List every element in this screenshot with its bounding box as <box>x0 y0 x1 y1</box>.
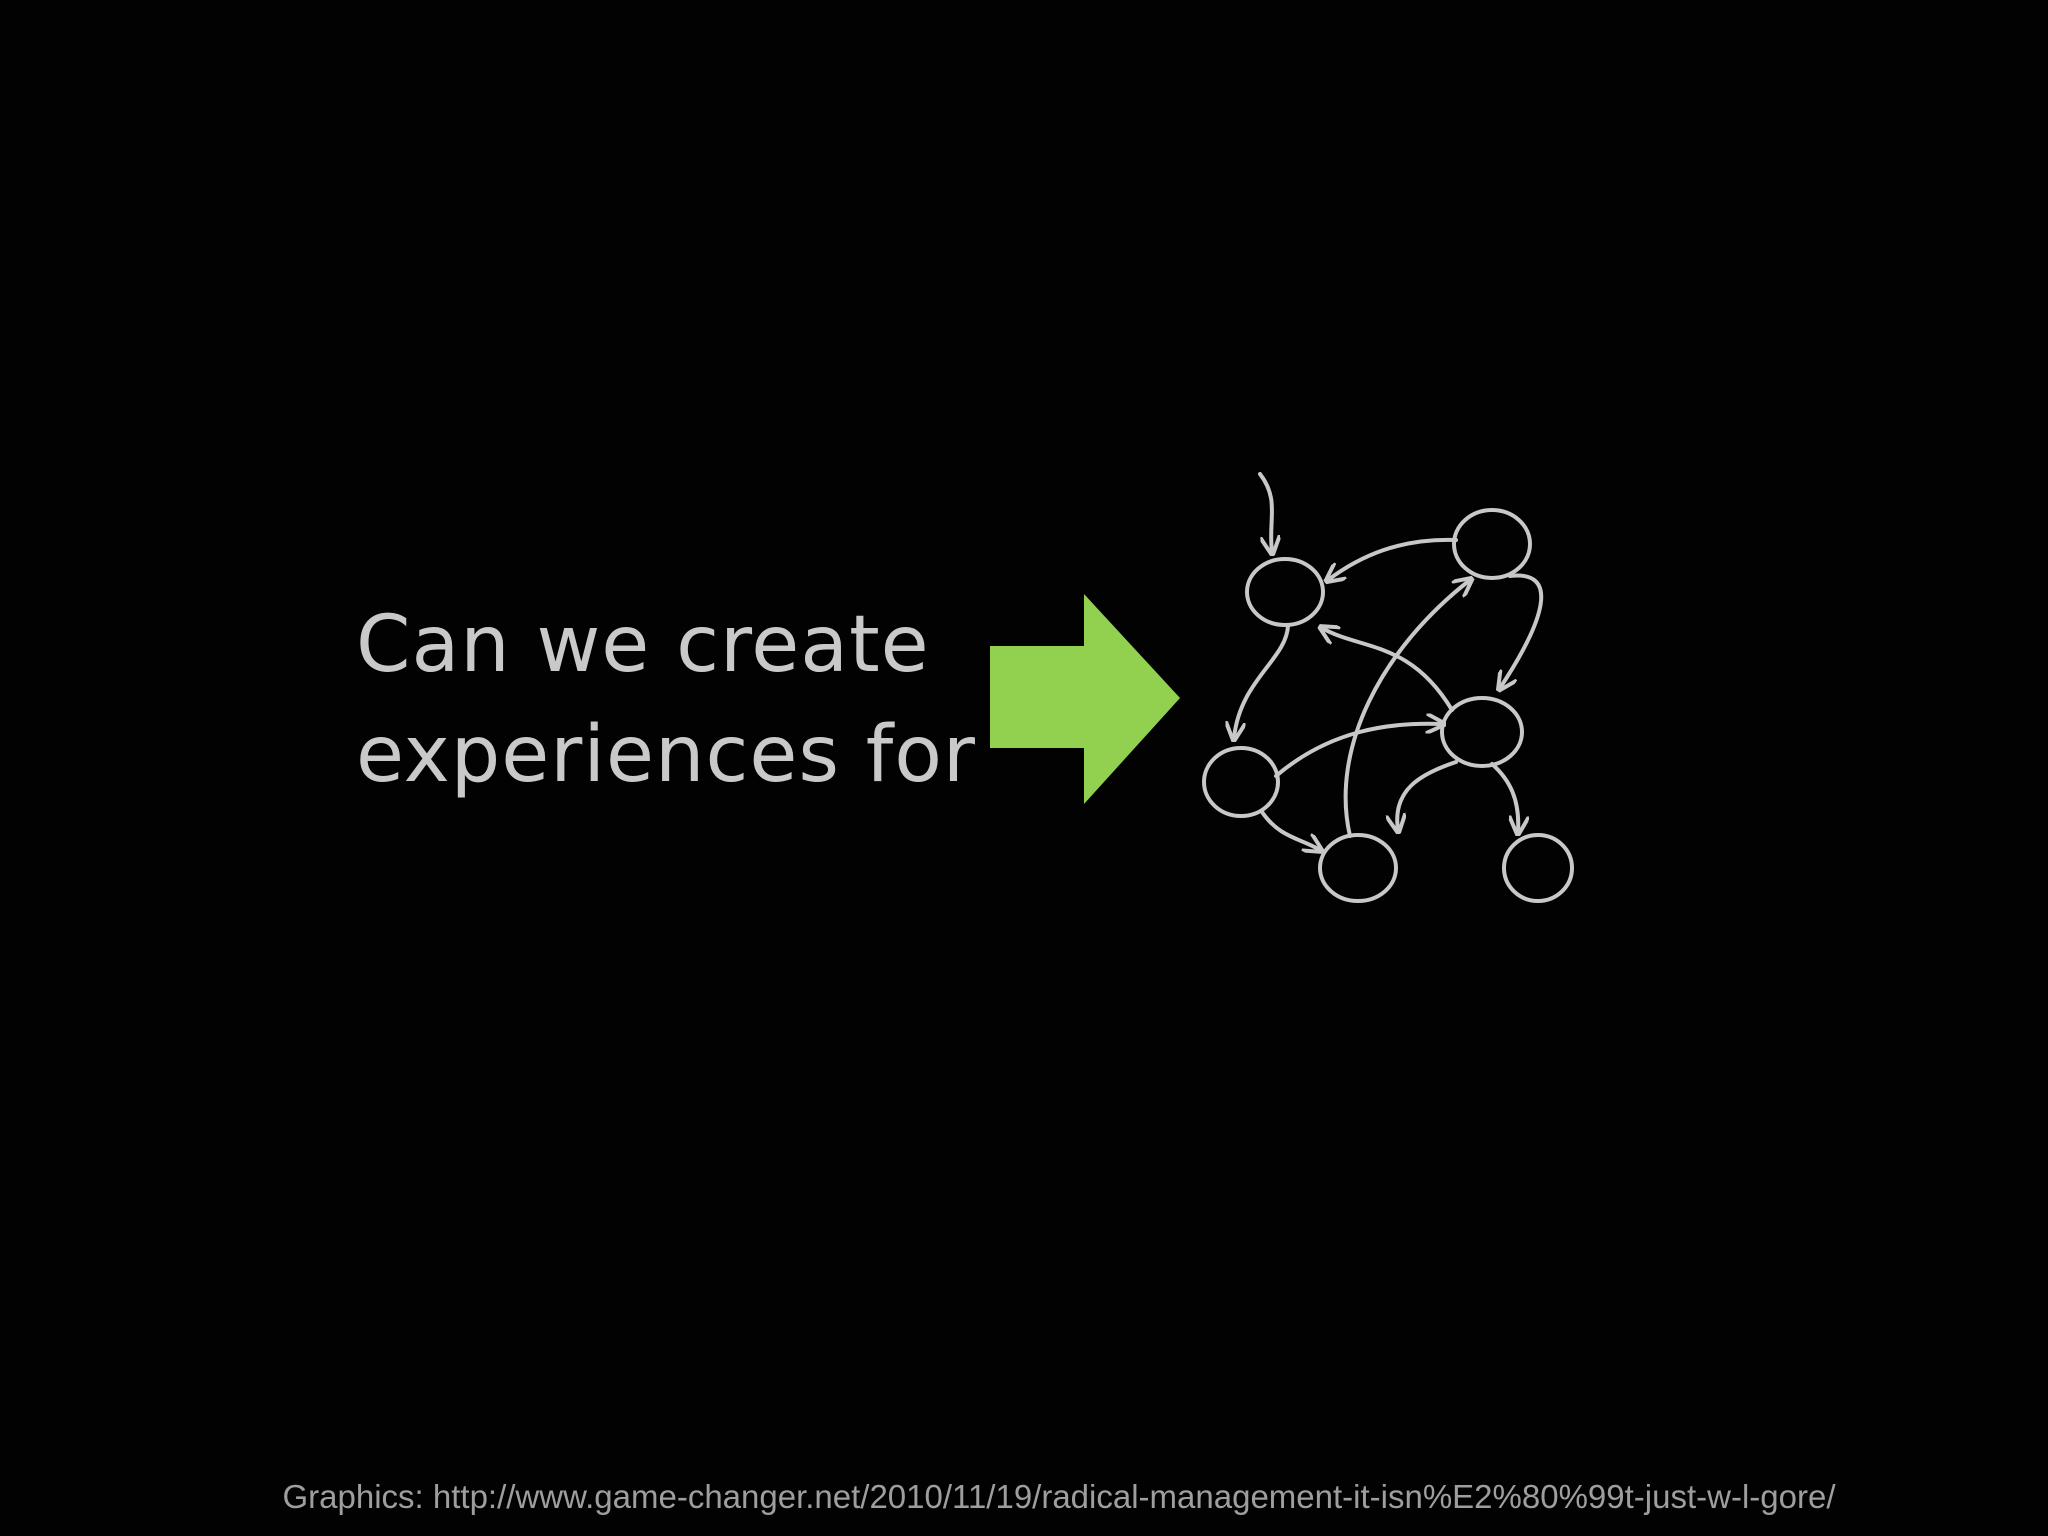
edge-middleleft-to-middleright <box>1274 724 1442 778</box>
edge-middleright-to-bottommiddle <box>1397 760 1458 830</box>
headline-line-1: Can we create <box>356 600 930 690</box>
node-middle-right <box>1440 696 1524 768</box>
graphics-credit: Graphics: http://www.game-changer.net/20… <box>0 1478 2048 1516</box>
edge-topleft-to-middleleft <box>1234 624 1290 738</box>
node-bottom-middle <box>1318 833 1398 903</box>
edge-topright-to-topleft <box>1328 537 1458 580</box>
edge-middleright-to-topleft <box>1322 628 1454 712</box>
node-network-sketch-icon <box>1202 472 1574 903</box>
node-top-left <box>1245 557 1325 627</box>
graphics-credit-text: Graphics: http://www.game-changer.net/20… <box>282 1478 1836 1515</box>
edge-topright-to-middleright <box>1500 573 1544 688</box>
node-top-right <box>1452 508 1532 580</box>
headline: Can we create experiences for <box>356 590 976 810</box>
node-bottom-right <box>1502 833 1574 903</box>
headline-line-2: experiences for <box>356 710 976 800</box>
edge-entry <box>1258 472 1272 552</box>
edge-middleright-to-bottomright <box>1490 762 1518 832</box>
node-middle-left <box>1202 746 1280 818</box>
edge-bottommiddle-to-topright <box>1343 580 1470 838</box>
edge-middleleft-to-bottommiddle <box>1260 810 1320 850</box>
right-arrow-icon <box>990 594 1180 804</box>
